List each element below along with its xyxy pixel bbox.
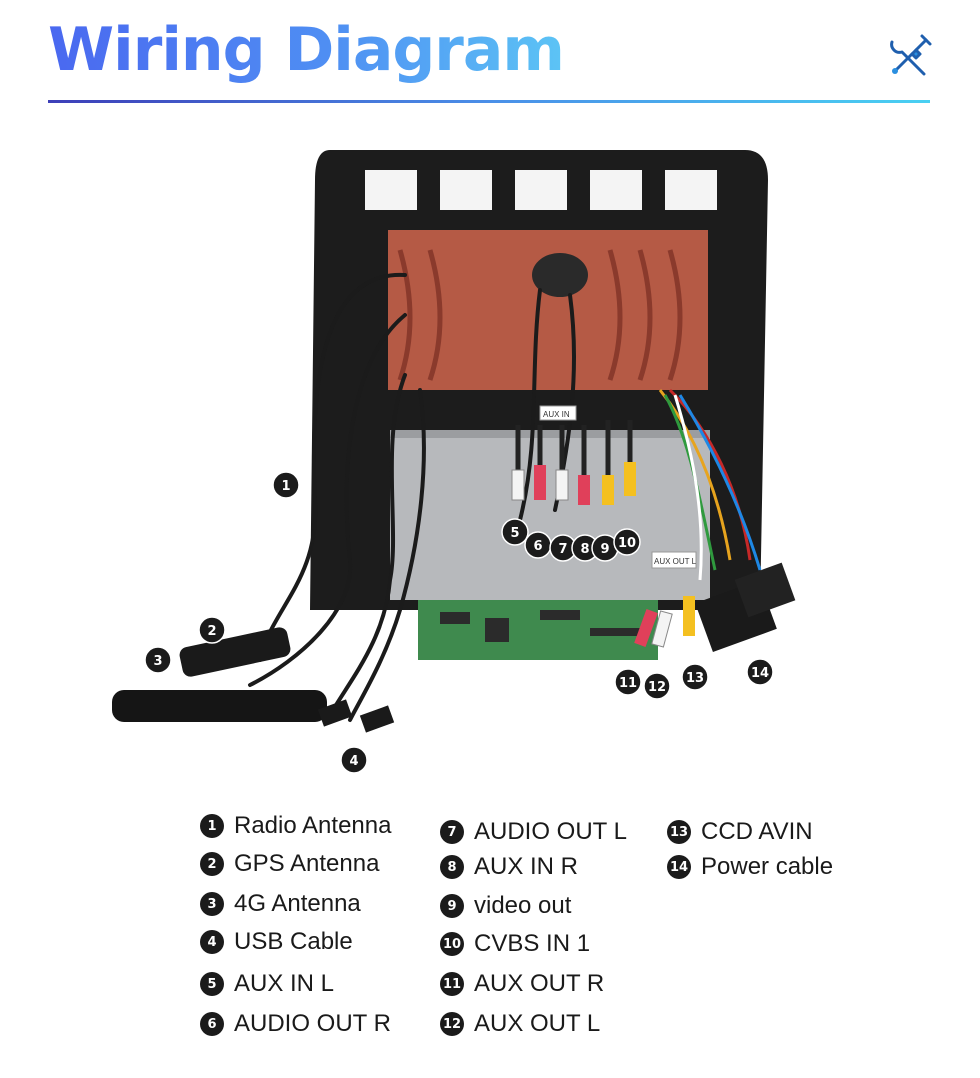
legend-item: 2 GPS Antenna (200, 850, 379, 878)
legend-label: CVBS IN 1 (474, 930, 591, 957)
legend-number-badge: 10 (440, 932, 464, 956)
marker-3: 3 (144, 646, 172, 674)
legend-item: 3 4G Antenna (200, 890, 361, 918)
legend-item: 7 AUDIO OUT L (440, 818, 627, 846)
marker-number: 14 (751, 666, 769, 681)
legend-label: AUX OUT R (474, 970, 605, 997)
legend-number-badge: 9 (440, 894, 464, 918)
marker-2: 2 (198, 616, 226, 644)
marker-number: 9 (600, 542, 609, 557)
marker-7: 7 (549, 534, 577, 562)
legend-number-badge: 5 (200, 972, 224, 996)
legend-number-badge: 4 (200, 930, 224, 954)
legend-item: 5 AUX IN L (200, 970, 334, 998)
legend-item: 8 AUX IN R (440, 853, 578, 881)
legend-number-badge: 3 (200, 892, 224, 916)
marker-4: 4 (340, 746, 368, 774)
legend-label: AUX IN R (474, 853, 579, 880)
legend-item: 10 CVBS IN 1 (440, 930, 590, 958)
marker-5: 5 (501, 518, 529, 546)
legend-number-badge: 14 (667, 855, 691, 879)
legend-item: 13 CCD AVIN (667, 818, 813, 846)
aux-in-tag: AUX IN (543, 410, 570, 419)
legend-item: 11 AUX OUT R (440, 970, 604, 998)
title-divider (48, 100, 930, 103)
legend-number-badge: 12 (440, 1012, 464, 1036)
legend-number-badge: 11 (440, 972, 464, 996)
marker-6: 6 (524, 531, 552, 559)
legend-number-badge: 2 (200, 852, 224, 876)
marker-1: 1 (272, 471, 300, 499)
legend-number-badge: 13 (667, 820, 691, 844)
marker-14: 14 (746, 658, 774, 686)
legend-label: Radio Antenna (234, 812, 392, 839)
marker-number: 7 (558, 542, 567, 557)
legend-label: USB Cable (234, 928, 353, 955)
marker-number: 3 (153, 654, 162, 669)
marker-number: 10 (618, 536, 636, 551)
marker-number: 8 (580, 542, 589, 557)
legend-number-badge: 8 (440, 855, 464, 879)
legend-label: 4G Antenna (234, 890, 361, 917)
legend-label: AUX OUT L (474, 1010, 601, 1037)
marker-number: 11 (619, 676, 637, 691)
legend-label: CCD AVIN (701, 818, 813, 845)
tools-icon (890, 34, 932, 76)
legend-number-badge: 1 (200, 814, 224, 838)
legend-label: AUDIO OUT L (474, 818, 627, 845)
legend-item: 1 Radio Antenna (200, 812, 391, 840)
marker-number: 12 (648, 680, 666, 695)
marker-number: 1 (281, 479, 290, 494)
marker-10: 10 (613, 528, 641, 556)
legend-label: AUX IN L (234, 970, 335, 997)
marker-number: 4 (349, 754, 358, 769)
legend-item: 12 AUX OUT L (440, 1010, 600, 1038)
legend-item: 4 USB Cable (200, 928, 353, 956)
legend-label: Power cable (701, 853, 834, 880)
marker-number: 6 (533, 539, 542, 554)
marker-number: 5 (510, 526, 519, 541)
marker-number: 13 (686, 671, 704, 686)
marker-12: 12 (643, 672, 671, 700)
aux-out-tag: AUX OUT L (654, 557, 697, 566)
legend-label: GPS Antenna (234, 850, 380, 877)
legend-item: 9 video out (440, 892, 571, 920)
legend-item: 6 AUDIO OUT R (200, 1010, 391, 1038)
legend-label: AUDIO OUT R (234, 1010, 391, 1037)
legend-label: video out (474, 892, 572, 919)
legend-item: 14 Power cable (667, 853, 833, 881)
legend-number-badge: 6 (200, 1012, 224, 1036)
page-title: Wiring Diagram (48, 8, 565, 92)
marker-number: 2 (207, 624, 216, 639)
marker-13: 13 (681, 663, 709, 691)
legend-number-badge: 7 (440, 820, 464, 844)
marker-11: 11 (614, 668, 642, 696)
